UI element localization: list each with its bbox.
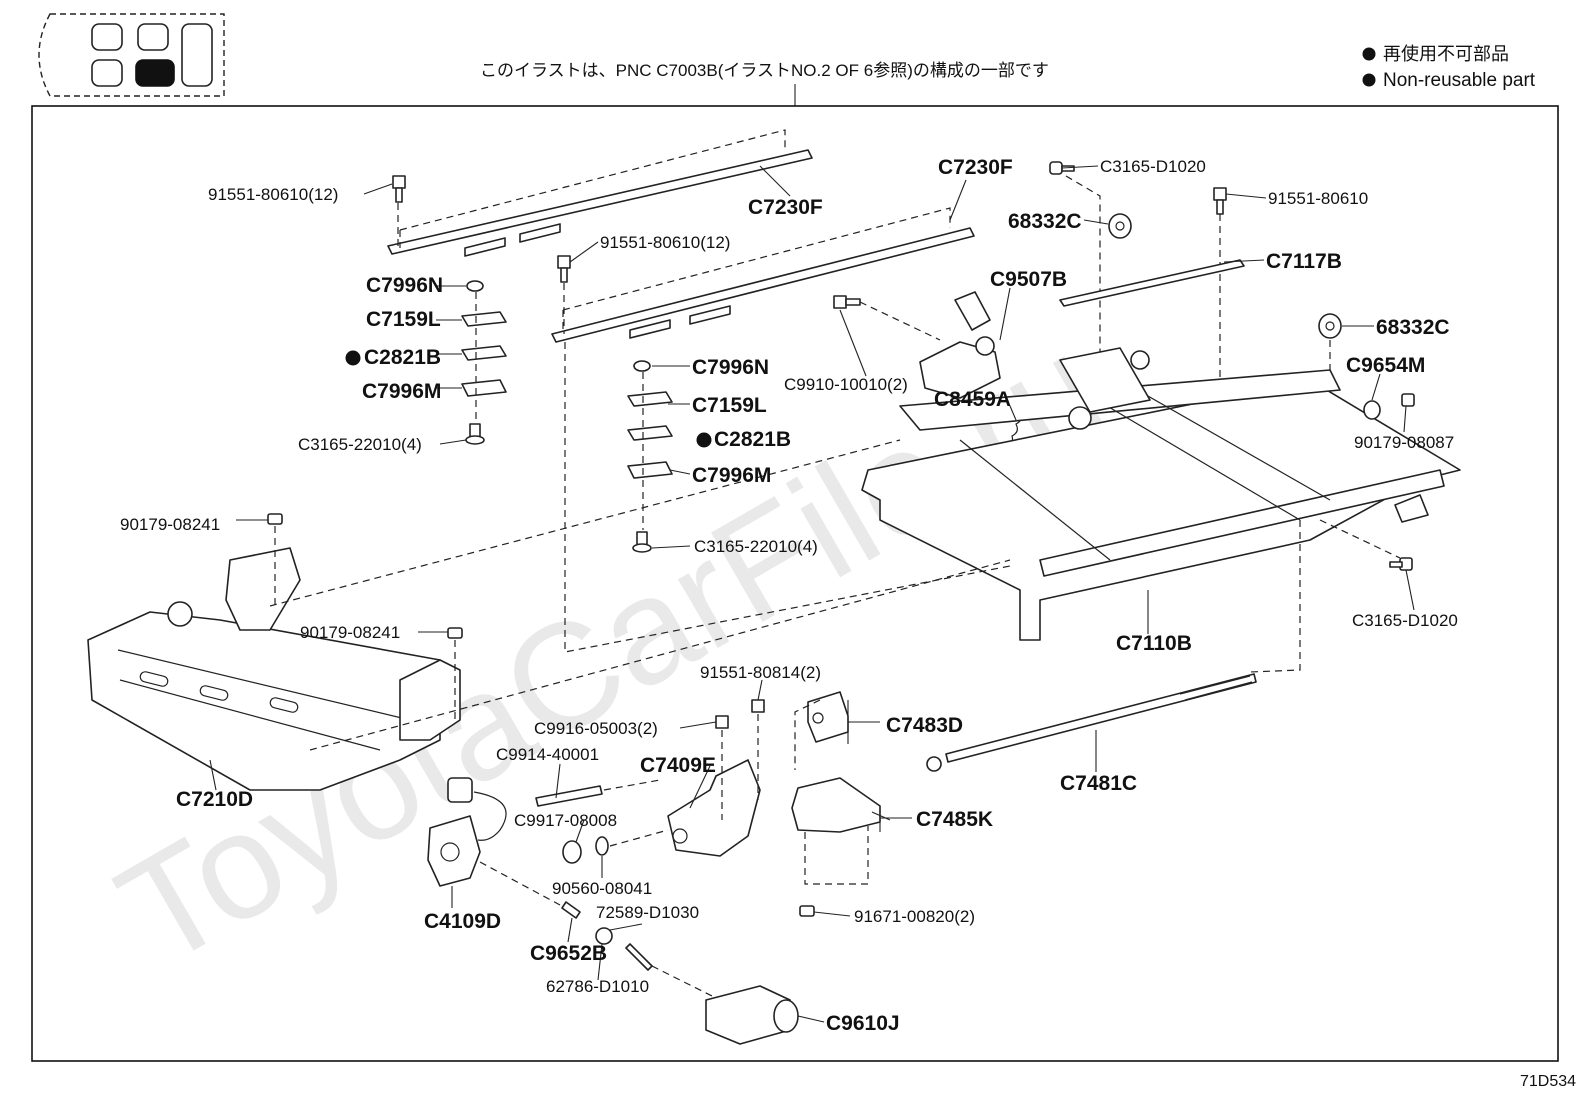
part-labels: 91551-80610(12) C7230F C7230F 91551-8061… xyxy=(120,156,1458,1035)
nut-top-left xyxy=(267,513,283,525)
label-c7230f-b[interactable]: C7230F xyxy=(938,156,1013,179)
nut-c9917 xyxy=(562,840,582,864)
label-68332c-a[interactable]: 68332C xyxy=(1008,210,1082,233)
non-reusable-dot-icon xyxy=(696,432,712,448)
label-c2821b-a[interactable]: C2821B xyxy=(364,346,441,369)
block-c7483d xyxy=(807,691,849,743)
label-c9916-05003[interactable]: C9916-05003(2) xyxy=(534,719,658,738)
label-c9610j[interactable]: C9610J xyxy=(826,1012,900,1035)
non-reusable-dot-icon xyxy=(1362,47,1376,61)
label-c7230f-a[interactable]: C7230F xyxy=(748,196,823,219)
middle-stack xyxy=(627,360,673,553)
label-c3165-22010-b[interactable]: C3165-22010(4) xyxy=(694,537,818,556)
bracket-c7483d xyxy=(847,700,880,744)
label-c7996n-a[interactable]: C7996N xyxy=(366,274,443,297)
label-c9654m[interactable]: C9654M xyxy=(1346,354,1425,377)
label-c7996m-a[interactable]: C7996M xyxy=(362,380,441,403)
small-nuts xyxy=(1363,393,1415,571)
bolts xyxy=(392,161,1227,309)
washer-90560 xyxy=(595,836,609,856)
pin-c9914 xyxy=(535,785,603,807)
label-90560-08041[interactable]: 90560-08041 xyxy=(552,879,652,898)
bracket-c7485k xyxy=(791,777,881,833)
label-c3165-d1020-bot[interactable]: C3165-D1020 xyxy=(1352,611,1458,630)
label-62786-d1010[interactable]: 62786-D1010 xyxy=(546,977,649,996)
label-68332c-b[interactable]: 68332C xyxy=(1376,316,1450,339)
label-c7996n-b[interactable]: C7996N xyxy=(692,356,769,379)
label-c7159l-a[interactable]: C7159L xyxy=(366,308,441,331)
pin-c9652b xyxy=(561,901,581,919)
label-91551-80610-12a[interactable]: 91551-80610(12) xyxy=(208,185,338,204)
bracket-c7210d xyxy=(87,547,461,791)
label-c2821b-b[interactable]: C2821B xyxy=(714,428,791,451)
legend-ja: 再使用不可部品 xyxy=(1383,44,1509,64)
label-c9914-40001[interactable]: C9914-40001 xyxy=(496,745,599,764)
label-c7409e[interactable]: C7409E xyxy=(640,754,716,777)
label-c3165-22010-a[interactable]: C3165-22010(4) xyxy=(298,435,422,454)
bolt-91551-80814 xyxy=(751,699,765,713)
label-c9652b[interactable]: C9652B xyxy=(530,942,607,965)
pin-62786 xyxy=(625,943,653,971)
bolt-c9916 xyxy=(715,715,729,729)
motor-c9610j xyxy=(705,985,799,1045)
rail-c7230f-lower xyxy=(551,207,975,343)
nuts-68332c xyxy=(1108,213,1342,339)
label-c7483d[interactable]: C7483D xyxy=(886,714,963,737)
label-c7485k[interactable]: C7485K xyxy=(916,808,993,831)
label-90179-08241-a[interactable]: 90179-08241 xyxy=(120,515,220,534)
label-c7996m-b[interactable]: C7996M xyxy=(692,464,771,487)
label-c9507b[interactable]: C9507B xyxy=(990,268,1067,291)
label-91551-80610-12b[interactable]: 91551-80610(12) xyxy=(600,233,730,252)
shaft-c7481c xyxy=(926,673,1257,772)
label-91551-80814[interactable]: 91551-80814(2) xyxy=(700,663,821,682)
bracket-c7485k xyxy=(879,806,912,832)
bracket-c7409e xyxy=(667,759,761,857)
seat-frame-c7110b xyxy=(861,347,1461,641)
left-stack xyxy=(461,280,507,445)
label-c9917-08008[interactable]: C9917-08008 xyxy=(514,811,617,830)
header-note: このイラストは、PNC C7003B(イラストNO.2 OF 6参照)の構成の一… xyxy=(480,61,1049,80)
label-90179-08241-b[interactable]: 90179-08241 xyxy=(300,623,400,642)
label-c9910-10010[interactable]: C9910-10010(2) xyxy=(784,375,908,394)
nut-bracket xyxy=(447,627,463,639)
label-c7210d[interactable]: C7210D xyxy=(176,788,253,811)
bar-c7117b xyxy=(1059,259,1245,307)
bracket-c9507b xyxy=(919,291,1001,399)
bolt-91671 xyxy=(799,905,815,917)
legend: 再使用不可部品 Non-reusable part xyxy=(1362,44,1536,91)
label-91551-80610[interactable]: 91551-80610 xyxy=(1268,189,1368,208)
motor-c4109d xyxy=(427,777,507,887)
label-c3165-d1020-top[interactable]: C3165-D1020 xyxy=(1100,157,1206,176)
label-90179-08087[interactable]: 90179-08087 xyxy=(1354,433,1454,452)
seat-location-icon xyxy=(38,13,225,97)
label-c4109d[interactable]: C4109D xyxy=(424,910,501,933)
non-reusable-dot-icon xyxy=(1362,73,1376,87)
label-c7110b[interactable]: C7110B xyxy=(1116,632,1192,655)
label-72589-d1030[interactable]: 72589-D1030 xyxy=(596,903,699,922)
nut-72589 xyxy=(595,927,613,945)
label-91671-00820[interactable]: 91671-00820(2) xyxy=(854,907,975,926)
figure-code: 71D534 xyxy=(1520,1073,1576,1090)
label-c7481c[interactable]: C7481C xyxy=(1060,772,1137,795)
label-c7159l-b[interactable]: C7159L xyxy=(692,394,767,417)
legend-en: Non-reusable part xyxy=(1383,70,1536,91)
label-c8459a[interactable]: C8459A xyxy=(934,388,1011,411)
diagram-frame xyxy=(31,105,1559,1062)
non-reusable-dot-icon xyxy=(345,350,361,366)
rail-c7230f-upper xyxy=(387,129,813,257)
label-c7117b[interactable]: C7117B xyxy=(1266,250,1342,273)
